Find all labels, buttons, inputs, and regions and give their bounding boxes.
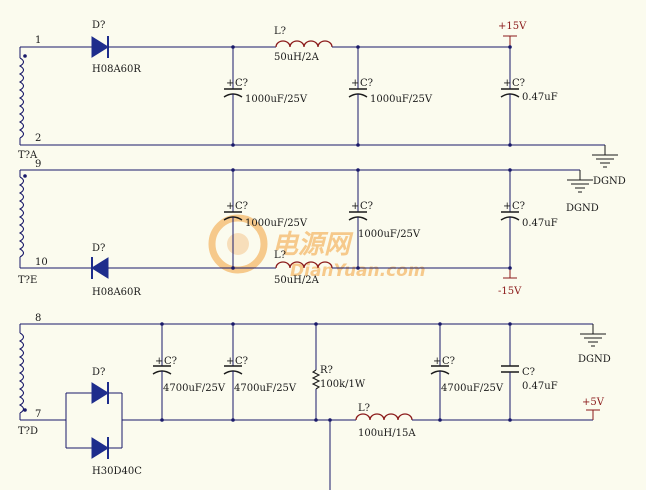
resistor-r1: R? 100k/1W xyxy=(311,322,366,422)
inductor-l2-icon xyxy=(275,261,333,269)
pin-label-2: 2 xyxy=(35,133,41,144)
power-label-gnd2: DGND xyxy=(566,203,599,214)
cap-c7-value: 4700uF/25V xyxy=(163,383,226,394)
power-label-plus5v: +5V xyxy=(582,397,605,408)
resistor-r1-icon xyxy=(311,369,321,390)
inductor-l2-designator: L? xyxy=(274,250,286,261)
diode-d2-icon xyxy=(91,257,109,279)
diode-d3a-icon xyxy=(91,382,109,404)
plus-sign-icon: + xyxy=(503,78,511,89)
transformer-t7d: 8 7 T?D xyxy=(18,313,41,437)
cap-c3-designator: C? xyxy=(512,78,525,89)
pin-label-7: 7 xyxy=(35,409,41,420)
polarity-dot-icon xyxy=(23,54,27,58)
plus-sign-icon: + xyxy=(226,78,234,89)
cap-c5-value: 1000uF/25V xyxy=(358,229,421,240)
transformer-designator: T?A xyxy=(18,150,38,161)
cap-c8-value: 4700uF/25V xyxy=(234,383,297,394)
plus-sign-icon: + xyxy=(351,78,359,89)
resistor-r1-value: 100k/1W xyxy=(320,379,366,390)
pin-label-10: 10 xyxy=(35,257,48,268)
plus-sign-icon: + xyxy=(226,356,234,367)
section-minus15v: 9 10 T?E DGND D? H08A60R L? 50uH/2A -15V xyxy=(18,159,599,298)
diode-d2-designator: D? xyxy=(92,243,105,254)
diode-d3: D? H30D40C xyxy=(65,367,142,477)
cap-c4-designator: C? xyxy=(235,201,248,212)
plus-sign-icon: + xyxy=(155,356,163,367)
capacitor-c9: C? 4700uF/25V xyxy=(430,322,504,420)
capacitor-c10: C? 0.47uF xyxy=(501,322,558,420)
plus-sign-icon: + xyxy=(226,201,234,212)
diode-d1-icon xyxy=(91,36,109,58)
cap-c10-designator: C? xyxy=(522,367,535,378)
watermark-cn: 电源网 xyxy=(272,230,354,260)
power-label-gnd1: DGND xyxy=(593,176,626,187)
cap-c4-value: 1000uF/25V xyxy=(245,218,308,229)
cap-c10-value: 0.47uF xyxy=(522,381,558,392)
cap-c9-value: 4700uF/25V xyxy=(441,383,504,394)
cap-c2-designator: C? xyxy=(360,78,373,89)
cap-c7-designator: C? xyxy=(164,356,177,367)
transformer-designator: T?E xyxy=(18,275,37,286)
inductor-l1: L? 50uH/2A xyxy=(274,26,333,63)
inductor-l1-designator: L? xyxy=(274,26,286,37)
diode-d1-designator: D? xyxy=(92,20,105,31)
section-plus15v: 1 2 T?A D? H08A60R L? 50uH/2A +15V DGND xyxy=(18,20,626,187)
pin-label-9: 9 xyxy=(35,159,41,170)
inductor-l2: L? 50uH/2A xyxy=(274,250,333,286)
polarity-dot-icon xyxy=(23,408,27,412)
resistor-r1-designator: R? xyxy=(320,365,333,376)
cap-c6-designator: C? xyxy=(512,201,525,212)
inductor-l1-icon xyxy=(275,40,333,48)
inductor-l2-value: 50uH/2A xyxy=(274,275,320,286)
polarity-dot-icon xyxy=(23,174,27,178)
transformer-t7a: 1 2 T?A xyxy=(18,35,41,161)
plus-sign-icon: + xyxy=(503,201,511,212)
transformer-t7e: 9 10 T?E xyxy=(18,159,48,286)
diode-d1-value: H08A60R xyxy=(92,64,141,75)
cap-c3-value: 0.47uF xyxy=(522,92,558,103)
polarity-marks: + + + + + + + + + xyxy=(155,78,511,367)
diode-d2-value: H08A60R xyxy=(92,287,141,298)
capacitor-c1: C? 1000uF/25V xyxy=(223,45,308,145)
diode-d3b-icon xyxy=(91,437,109,459)
power-label-gnd3: DGND xyxy=(578,354,611,365)
inductor-l1-value: 50uH/2A xyxy=(274,52,320,63)
inductor-l3-icon xyxy=(355,413,413,421)
power-label-plus15v: +15V xyxy=(498,21,527,32)
capacitor-c3: C? 0.47uF xyxy=(500,45,558,145)
diode-d3-value: H30D40C xyxy=(92,466,142,477)
cap-c5-designator: C? xyxy=(360,201,373,212)
cap-c8-designator: C? xyxy=(235,356,248,367)
capacitor-c7: C? 4700uF/25V xyxy=(152,322,226,420)
cap-c1-designator: C? xyxy=(235,78,248,89)
capacitor-c2: C? 1000uF/25V xyxy=(348,45,433,145)
power-label-minus15v: -15V xyxy=(498,286,522,297)
capacitor-c8: C? 4700uF/25V xyxy=(223,322,297,420)
cap-c2-value: 1000uF/25V xyxy=(370,94,433,105)
cap-c1-value: 1000uF/25V xyxy=(245,94,308,105)
transformer-designator: T?D xyxy=(18,426,38,437)
capacitor-c5: C? 1000uF/25V xyxy=(348,168,421,268)
diode-d2: D? H08A60R xyxy=(91,243,141,298)
pin-label-1: 1 xyxy=(35,35,41,46)
diode-d3-designator: D? xyxy=(92,367,105,378)
plus-sign-icon: + xyxy=(433,356,441,367)
plus-sign-icon: + xyxy=(351,201,359,212)
cap-c6-value: 0.47uF xyxy=(522,218,558,229)
watermark-en: DianYuan.com xyxy=(290,261,426,281)
inductor-l3-designator: L? xyxy=(358,403,370,414)
cap-c9-designator: C? xyxy=(442,356,455,367)
inductor-l3: L? 100uH/15A xyxy=(355,403,416,439)
capacitor-c6: C? 0.47uF xyxy=(500,168,558,268)
pin-label-8: 8 xyxy=(35,313,41,324)
capacitor-c4: C? 1000uF/25V xyxy=(223,168,308,268)
inductor-l3-value: 100uH/15A xyxy=(358,428,416,439)
watermark: 电源网 DianYuan.com xyxy=(208,214,426,281)
section-plus5v: 8 7 T?D DGND D? H30D40C L? xyxy=(18,313,611,490)
